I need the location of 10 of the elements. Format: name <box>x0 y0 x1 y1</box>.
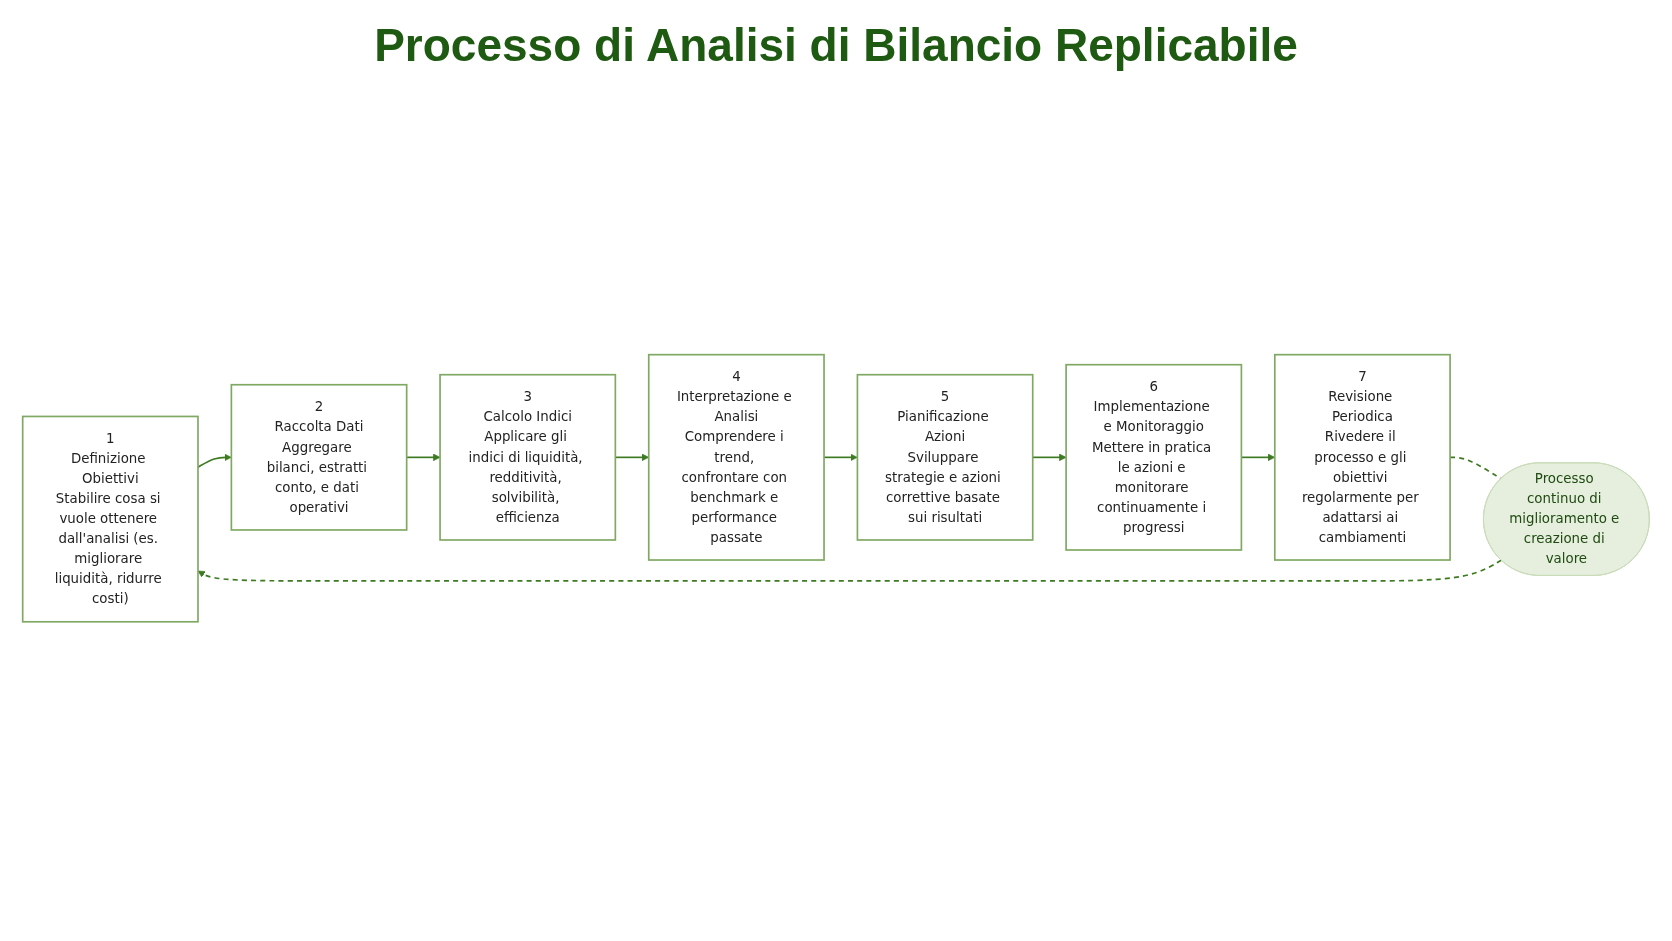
node-box: 6 Implementazione e Monitoraggio Mettere in pratica le azioni e monitorare continuamente i progressi <box>1065 363 1243 551</box>
node-box: 2 Raccolta Dati Aggregare bilanci, estratti conto, e dati operativi <box>230 383 408 531</box>
node-box: 4 Interpretazione e Analisi Comprendere i trend, confrontare con benchmark e performance passate <box>647 353 825 561</box>
title: Processo di Analisi di Bilancio Replicabile <box>373 18 1299 72</box>
node-box: 7 Revisione Periodica Rivedere il processo e gli obiettivi regolarmente per adattarsi ai cambiamenti <box>1273 353 1451 561</box>
arrow <box>197 559 1503 582</box>
node-box: 5 Pianificazione Azioni Sviluppare strategie e azioni correttive basate sui risultati <box>856 373 1034 541</box>
node-box: 3 Calcolo Indici Applicare gli indici di liquidità, redditività, solvibilità, efficienza <box>439 373 617 541</box>
arrow <box>197 453 232 468</box>
node-box: 1 Definizione Obiettivi Stabilire cosa si vuole ottenere dall'analisi (es. migliorare liquidità, ridurre costi) <box>21 415 199 623</box>
